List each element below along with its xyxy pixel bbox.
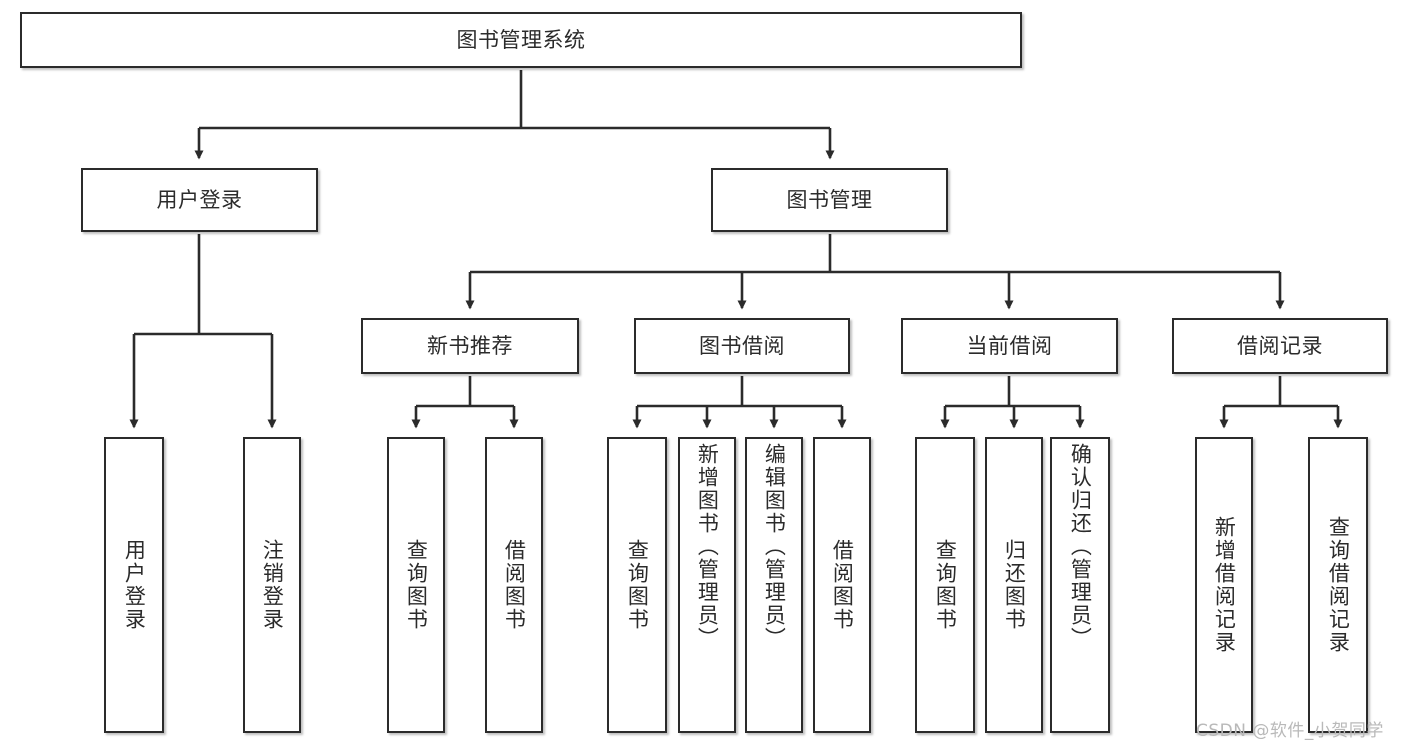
node-label: 编辑图书（管理员）: [762, 443, 787, 650]
node-root-book-management-system[interactable]: 图书管理系统: [20, 12, 1022, 68]
node-current-borrowing[interactable]: 当前借阅: [901, 318, 1118, 374]
node-label: 图书管理系统: [456, 27, 586, 52]
node-label: 确认归还（管理员）: [1068, 443, 1093, 650]
node-label: 借阅图书: [830, 539, 855, 631]
leaf-query-books-new[interactable]: 查询图书: [387, 437, 445, 733]
node-label: 新增借阅记录: [1212, 516, 1237, 654]
node-label: 用户登录: [156, 187, 243, 212]
node-label: 查询图书: [404, 539, 429, 631]
leaf-borrow-books[interactable]: 借阅图书: [813, 437, 871, 733]
node-book-management[interactable]: 图书管理: [711, 168, 948, 232]
node-label: 借阅记录: [1237, 333, 1323, 358]
node-label: 新增图书（管理员）: [695, 443, 720, 650]
leaf-user-login[interactable]: 用户登录: [104, 437, 164, 733]
node-book-borrowing[interactable]: 图书借阅: [634, 318, 850, 374]
leaf-query-books-borrow[interactable]: 查询图书: [607, 437, 667, 733]
node-label: 查询图书: [933, 539, 958, 631]
leaf-add-borrow-record[interactable]: 新增借阅记录: [1195, 437, 1253, 733]
node-new-book-recommendation[interactable]: 新书推荐: [361, 318, 579, 374]
node-label: 图书借阅: [699, 333, 785, 358]
leaf-confirm-return-admin[interactable]: 确认归还（管理员）: [1050, 437, 1110, 733]
leaf-edit-book-admin[interactable]: 编辑图书（管理员）: [745, 437, 803, 733]
node-label: 图书管理: [786, 187, 873, 212]
leaf-query-borrow-record[interactable]: 查询借阅记录: [1308, 437, 1368, 733]
node-borrowing-records[interactable]: 借阅记录: [1172, 318, 1388, 374]
node-label: 新书推荐: [427, 333, 513, 358]
leaf-query-books-current[interactable]: 查询图书: [915, 437, 975, 733]
node-label: 归还图书: [1002, 539, 1027, 631]
node-label: 注销登录: [260, 539, 285, 631]
leaf-add-book-admin[interactable]: 新增图书（管理员）: [678, 437, 736, 733]
node-label: 查询图书: [625, 539, 650, 631]
node-label: 查询借阅记录: [1326, 516, 1351, 654]
node-label: 用户登录: [122, 539, 147, 631]
leaf-logout[interactable]: 注销登录: [243, 437, 301, 733]
node-label: 当前借阅: [966, 333, 1053, 358]
node-user-login[interactable]: 用户登录: [81, 168, 318, 232]
leaf-borrow-books-new[interactable]: 借阅图书: [485, 437, 543, 733]
node-label: 借阅图书: [502, 539, 527, 631]
leaf-return-books[interactable]: 归还图书: [985, 437, 1043, 733]
